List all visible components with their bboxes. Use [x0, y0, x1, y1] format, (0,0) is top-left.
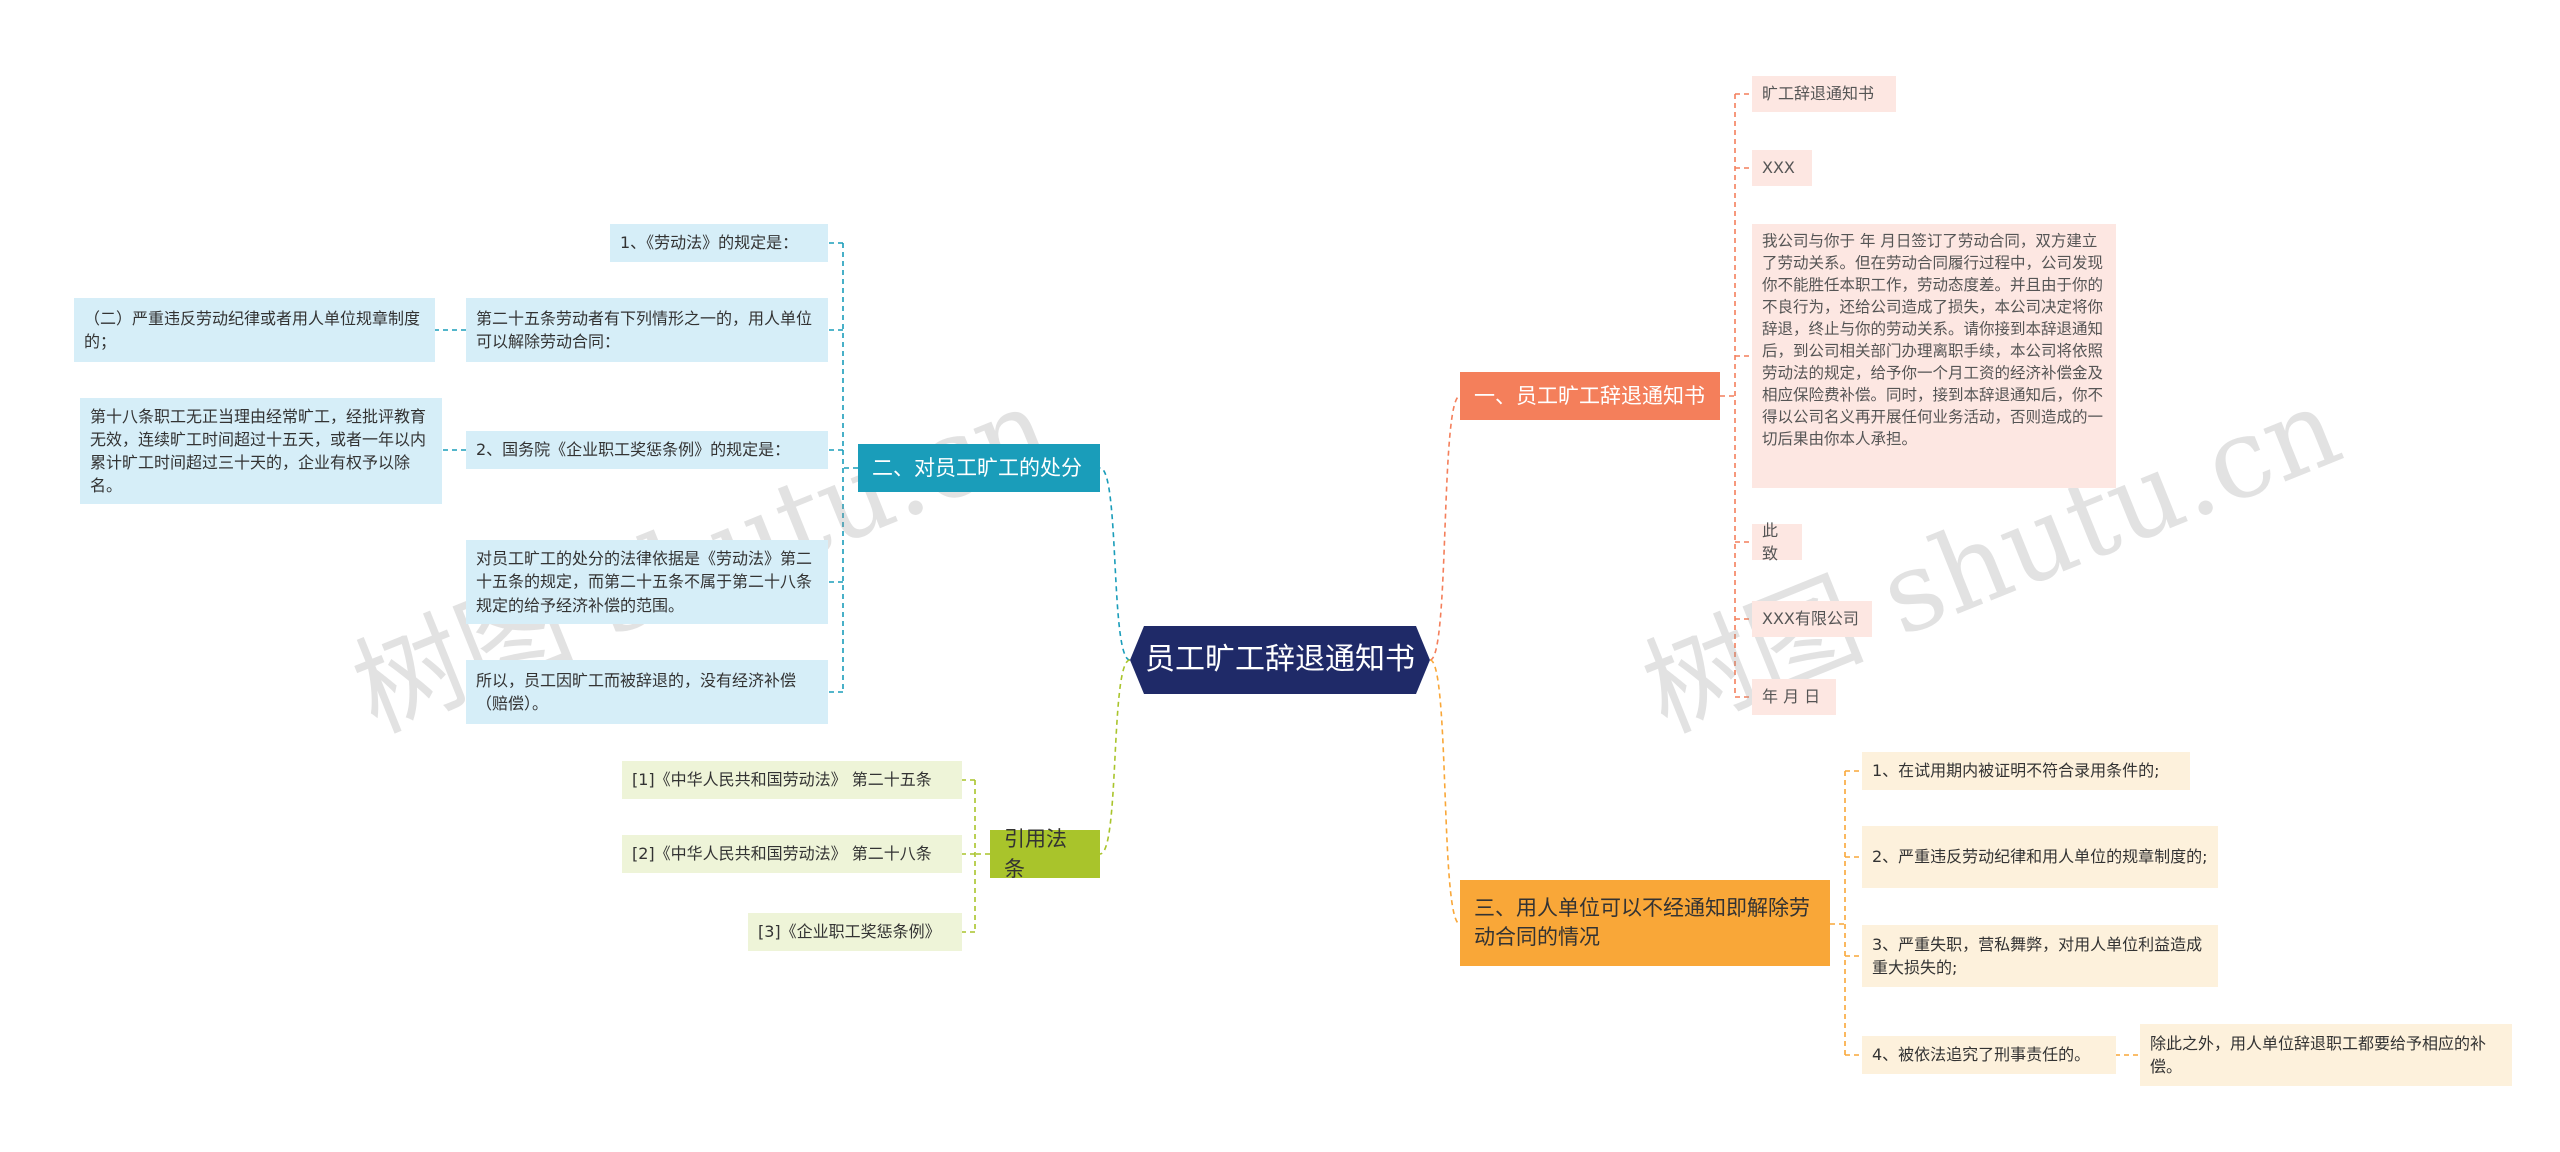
citation-1[interactable]: [1]《中华人民共和国劳动法》 第二十五条 — [622, 761, 962, 799]
link-center-branch3 — [1429, 659, 1461, 925]
citation-3[interactable]: [3]《企业职工奖惩条例》 — [748, 913, 962, 951]
notice-company[interactable]: XXX有限公司 — [1752, 601, 1872, 637]
branch-3-termination-cases[interactable]: 三、用人单位可以不经通知即解除劳动合同的情况 — [1460, 880, 1830, 966]
article-25-item-2[interactable]: （二）严重违反劳动纪律或者用人单位规章制度的； — [74, 298, 435, 362]
case-1[interactable]: 1、在试用期内被证明不符合录用条件的; — [1862, 752, 2190, 790]
article-18-text[interactable]: 第十八条职工无正当理由经常旷工，经批评教育无效，连续旷工时间超过十五天，或者一年… — [80, 398, 442, 504]
central-topic[interactable]: 员工旷工辞退通知书 — [1130, 626, 1430, 694]
notice-title[interactable]: 旷工辞退通知书 — [1752, 76, 1896, 112]
legal-basis-explanation[interactable]: 对员工旷工的处分的法律依据是《劳动法》第二十五条的规定，而第二十五条不属于第二十… — [466, 540, 828, 624]
branch-2-absence-discipline[interactable]: 二、对员工旷工的处分 — [858, 444, 1100, 492]
notice-closing[interactable]: 此致 — [1752, 521, 1802, 563]
no-compensation-conclusion[interactable]: 所以，员工因旷工而被辞退的，没有经济补偿（赔偿）。 — [466, 660, 828, 724]
case-4-note[interactable]: 除此之外，用人单位辞退职工都要给予相应的补偿。 — [2140, 1024, 2512, 1086]
branch-4-cited-laws[interactable]: 引用法条 — [990, 827, 1100, 881]
case-4[interactable]: 4、被依法追究了刑事责任的。 — [1862, 1036, 2116, 1074]
notice-recipient[interactable]: XXX — [1752, 150, 1812, 186]
link-center-branch4 — [1099, 659, 1131, 855]
article-25-intro[interactable]: 第二十五条劳动者有下列情形之一的，用人单位可以解除劳动合同： — [466, 298, 828, 362]
notice-body[interactable]: 我公司与你于 年 月日签订了劳动合同，双方建立了劳动关系。但在劳动合同履行过程中… — [1752, 224, 2116, 488]
citation-2[interactable]: [2]《中华人民共和国劳动法》 第二十八条 — [622, 835, 962, 873]
link-center-branch1 — [1429, 395, 1461, 661]
link-center-branch2 — [1099, 467, 1131, 661]
case-3[interactable]: 3、严重失职，营私舞弊，对用人单位利益造成重大损失的; — [1862, 925, 2218, 987]
branch-1-resignation-notice[interactable]: 一、员工旷工辞退通知书 — [1460, 372, 1720, 420]
state-council-regulation[interactable]: 2、国务院《企业职工奖惩条例》的规定是： — [466, 431, 828, 469]
notice-date[interactable]: 年 月 日 — [1752, 679, 1836, 715]
case-2[interactable]: 2、严重违反劳动纪律和用人单位的规章制度的; — [1862, 826, 2218, 888]
labor-law-provision[interactable]: 1、《劳动法》的规定是： — [610, 224, 828, 262]
